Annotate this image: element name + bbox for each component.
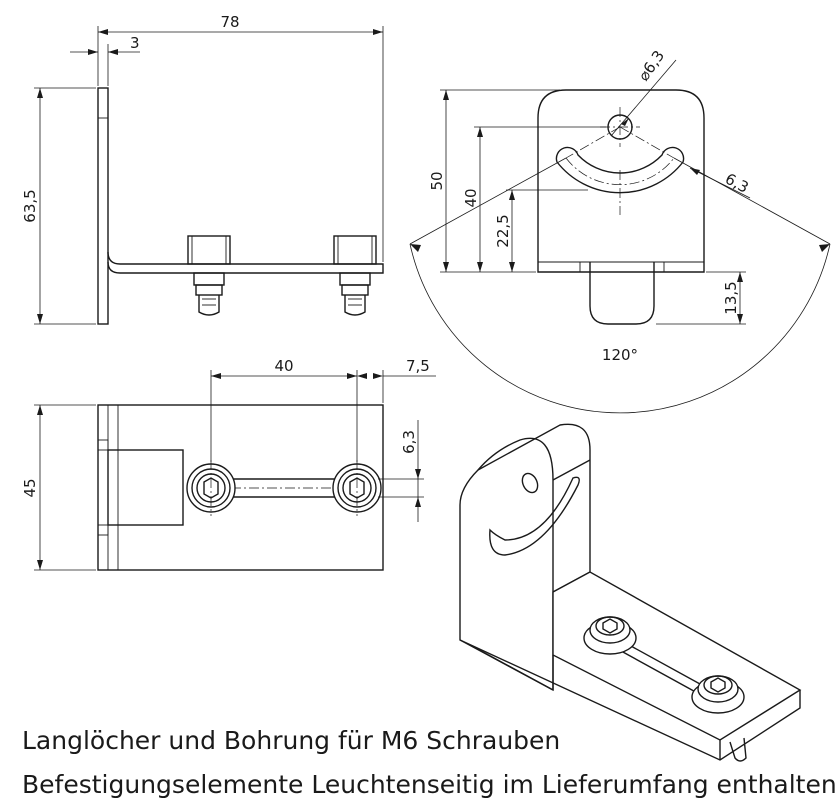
dim-top-slot-width: 6,3 bbox=[400, 430, 418, 454]
caption-scope-of-delivery: Befestigungselemente Leuchtenseitig im L… bbox=[22, 770, 837, 799]
front-view: 120° ⌀6,3 6,3 50 40 22,5 13,5 bbox=[409, 47, 831, 414]
isometric-view bbox=[459, 423, 802, 762]
dim-front-slot-height: 22,5 bbox=[494, 214, 512, 247]
dim-top-spacing: 40 bbox=[274, 357, 293, 375]
dim-side-thickness: 3 bbox=[130, 34, 140, 52]
dim-front-hole-height: 40 bbox=[462, 188, 480, 207]
dim-front-tab-height: 13,5 bbox=[722, 281, 740, 314]
dim-top-depth: 45 bbox=[21, 478, 39, 497]
caption-screws: Langlöcher und Bohrung für M6 Schrauben bbox=[22, 726, 561, 755]
side-view: 78 3 63,5 bbox=[21, 13, 384, 325]
dim-side-height: 63,5 bbox=[21, 189, 39, 222]
dim-side-width: 78 bbox=[220, 13, 239, 31]
dim-front-height: 50 bbox=[428, 171, 446, 190]
dim-front-slot-width: 6,3 bbox=[722, 170, 752, 197]
dim-top-edge: 7,5 bbox=[406, 357, 430, 375]
dim-front-angle: 120° bbox=[602, 346, 638, 364]
dim-front-hole-dia: ⌀6,3 bbox=[635, 47, 669, 84]
top-view: 40 7,5 6,3 45 bbox=[21, 357, 436, 571]
